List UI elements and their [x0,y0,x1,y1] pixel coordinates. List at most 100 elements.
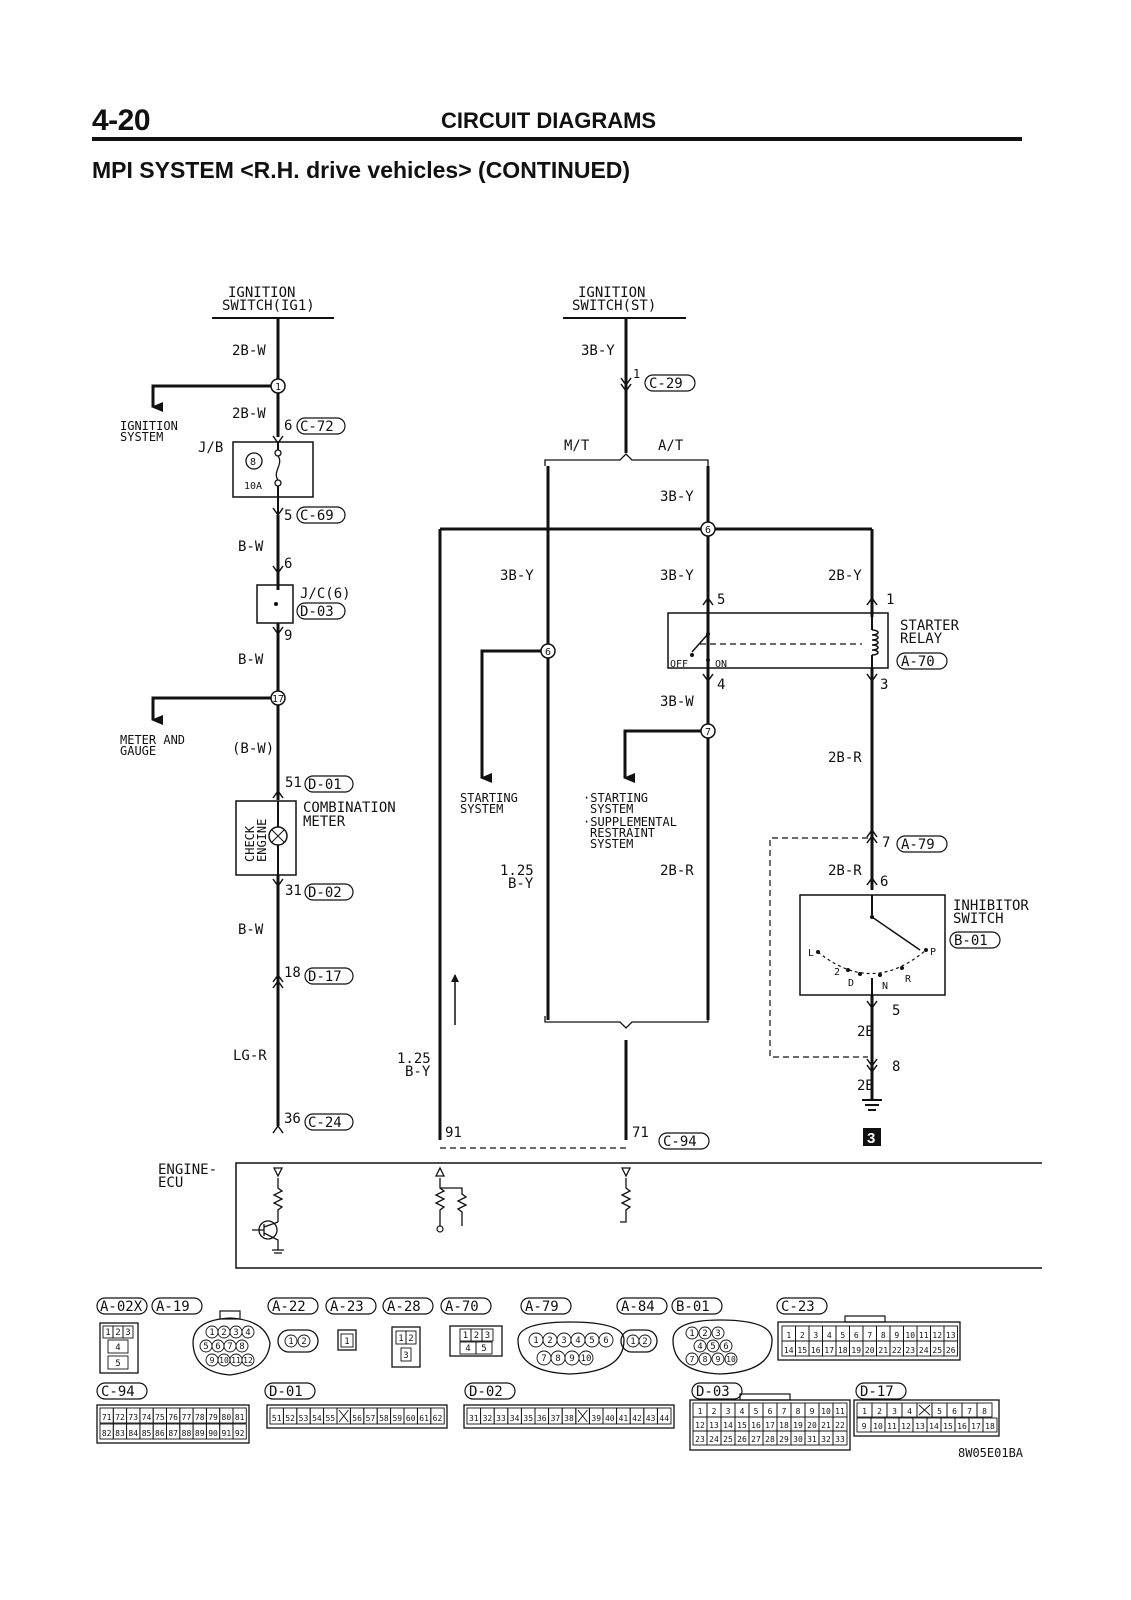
connector-view-label: A-22 [272,1299,306,1315]
connector-pin-number: 8 [982,1407,987,1416]
connector-pin-number: 28 [765,1435,775,1444]
wire-label: (B-W) [232,741,274,757]
connector-pin-number: 30 [793,1435,803,1444]
connector-pin-number: 1 [533,1336,538,1346]
wire-label: 2B-Y [828,568,862,584]
connector-tag [949,931,1001,949]
connector-pin-number: 2 [547,1336,552,1346]
connector-pin-number: 6 [215,1342,220,1352]
wire-label: 3B-Y [660,568,694,584]
connector-pin-number: 15 [797,1346,807,1355]
connector-pin-number: 5 [115,1359,120,1369]
connector-pin-number: 25 [723,1435,733,1444]
connector-pin-number: 11 [919,1331,929,1340]
ignition-switch-ig1: IGNITION SWITCH(IG1) [212,285,334,319]
connector-pin-number: 16 [957,1422,967,1431]
starter-relay-label: STARTER [900,618,960,634]
connector-pin-number: 3 [813,1331,818,1340]
connector-pin-number: 10 [821,1407,831,1416]
connector-pin-number: 13 [946,1331,956,1340]
connector-pin-cell [693,1339,707,1353]
connector-pin-number: 7 [541,1354,546,1364]
connector-label: D-02 [308,885,342,901]
inhibitor-selector [871,916,921,951]
connector-pin-number: 53 [299,1414,309,1423]
connector-pin-number: 55 [325,1414,335,1423]
connector-pin-number: 37 [551,1414,561,1423]
connector-pin-cell [719,1339,733,1353]
mt-label: M/T [564,438,590,454]
check-engine-label: ENGINE [255,819,269,862]
connector-pin-number: 56 [352,1414,362,1423]
junction-label: 6 [705,525,711,536]
connector-pin-number: 1 [209,1328,214,1338]
connector-pin-number: 20 [865,1346,875,1355]
connector-pin-number: 5 [203,1342,208,1352]
connector-pin-number: 18 [838,1346,848,1355]
connector-label: C-72 [300,419,334,435]
connector-pin-cell [122,1325,134,1339]
combination-meter [235,800,297,876]
connector-pin-number: 78 [195,1413,205,1422]
connector-pin-number: 2 [408,1334,413,1344]
connector-pin-number: 19 [851,1346,861,1355]
connector-pin-number: 3 [125,1328,130,1338]
branch-label: ·STARTING [583,791,648,805]
st-label-line2: SWITCH(ST) [572,298,656,314]
connector-pin-number: 9 [810,1407,815,1416]
connector-pin-number: 8 [703,1355,708,1364]
pin-number: 36 [284,1111,301,1127]
connector-pin-number: 73 [128,1413,138,1422]
connector-pin-number: 2 [877,1407,882,1416]
pin-number: 5 [892,1003,900,1019]
connector-pin-number: 40 [605,1414,615,1423]
connector-pin-number: 59 [392,1414,402,1423]
connector-pin-number: 32 [483,1414,493,1423]
connector-pin-number: 74 [142,1413,152,1422]
connector-pin-number: 77 [182,1413,192,1422]
wire-label: 3B-W [660,694,694,710]
connector-pin-number: 21 [878,1346,888,1355]
wire-label: 3B-Y [500,568,534,584]
connector-pin-number: 35 [523,1414,533,1423]
connector-pin-number: 62 [433,1414,443,1423]
connector-view-label: A-19 [156,1299,190,1315]
connector-pin-number: 1 [786,1331,791,1340]
wire-label: B-Y [405,1064,431,1080]
st-label-line1: IGNITION [578,285,645,301]
wire-label: 2B-R [828,750,862,766]
connector-view-label: D-02 [469,1384,503,1400]
connector-pin-number: 6 [854,1331,859,1340]
connector-pin-number: 3 [715,1329,720,1339]
wire-label: 1.25 [397,1051,431,1067]
connector-pin-number: 25 [932,1346,942,1355]
connector-pin-number: 81 [235,1413,245,1422]
connector-pin-number: 5 [754,1407,759,1416]
wire-label: B-W [238,539,264,555]
connector-pin-cell [638,1334,652,1348]
connector-pin-number: 23 [905,1346,915,1355]
connector-pin-number: 27 [751,1435,761,1444]
wire-label: 2B [857,1024,874,1040]
connector-view-label: A-84 [621,1299,655,1315]
connector-pin-number: 79 [208,1413,218,1422]
connector-pin-number: 58 [379,1414,389,1423]
connector-pin-cell [297,1334,311,1348]
connector-pin-cell [832,1430,848,1446]
connector-pin-number: 12 [901,1422,911,1431]
connector-pin-number: 1 [463,1331,468,1341]
at-label: A/T [658,438,684,454]
branch-label: METER AND [120,733,185,747]
connector-pin-number: 89 [195,1429,205,1438]
section-subtitle: MPI SYSTEM <R.H. drive vehicles> (CONTIN… [92,157,631,183]
pin-number: 18 [284,965,301,981]
connector-pin-number: 24 [709,1435,719,1444]
ecu-label: ENGINE- [158,1162,217,1178]
connector-view-label: C-23 [781,1299,815,1315]
connector-pin-number: 19 [793,1421,803,1430]
pos-d: D [848,978,854,989]
connector-pin-number: 12 [243,1356,253,1365]
connector-pin-number: 33 [835,1435,845,1444]
connector-pin-number: 10 [219,1356,229,1365]
connector-pin-number: 34 [510,1414,520,1423]
